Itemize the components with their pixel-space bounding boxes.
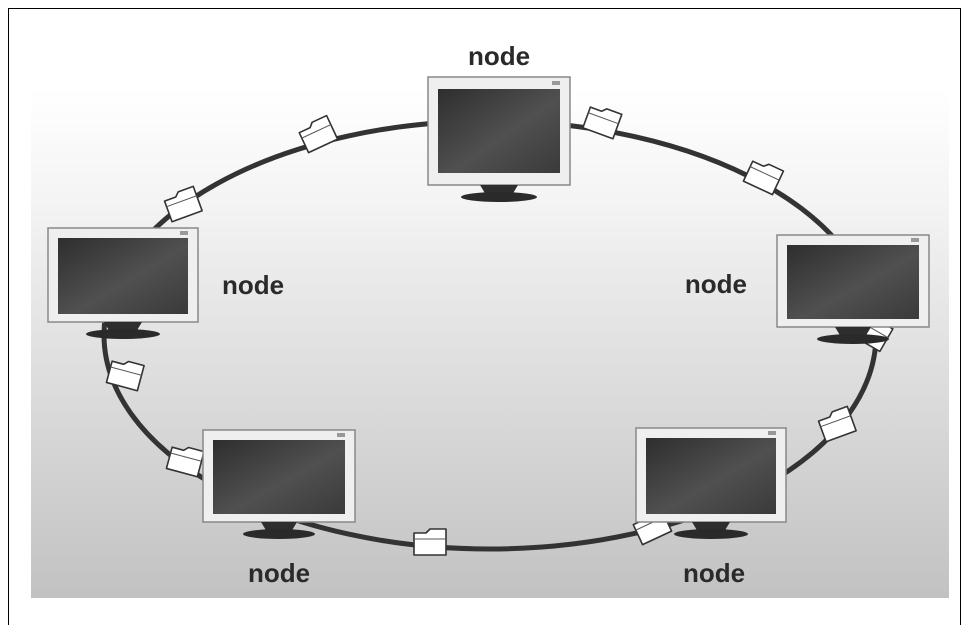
node-left: node — [47, 227, 284, 339]
node-label: node — [222, 270, 284, 300]
computer-monitor-icon — [202, 429, 356, 539]
folder-icon — [105, 360, 145, 392]
computer-monitor-icon — [776, 234, 930, 344]
node-label: node — [685, 269, 747, 299]
folder-icon — [163, 185, 203, 223]
computer-monitor-icon — [47, 227, 199, 339]
node-bottom-left: node — [202, 429, 356, 588]
folder-icon — [298, 114, 339, 154]
folder-icon — [582, 106, 623, 140]
computer-monitor-icon — [427, 76, 571, 202]
computer-monitor-icon — [635, 427, 787, 539]
node-right: node — [685, 234, 930, 344]
folder-icon — [165, 446, 205, 478]
node-top: node — [427, 41, 571, 202]
node-label: node — [683, 558, 745, 588]
folder-icon — [413, 528, 447, 556]
node-label: node — [468, 41, 530, 71]
folder-icon — [817, 405, 857, 443]
node-bottom-right: node — [635, 427, 787, 588]
node-label: node — [248, 558, 310, 588]
folder-icon — [742, 160, 785, 196]
